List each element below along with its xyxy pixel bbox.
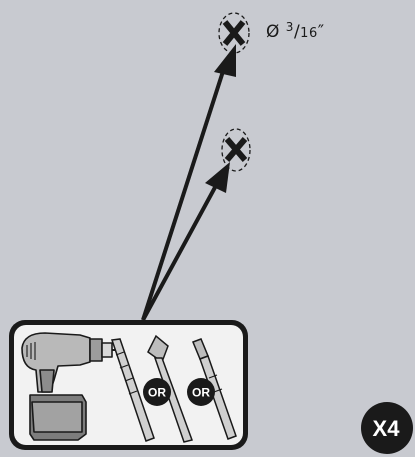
quantity-badge: X4 [361,402,413,454]
drill-mark-lower [222,129,250,171]
quantity-label: X4 [373,416,401,441]
or-label-1: OR [148,386,166,400]
diameter-denominator: 16 [300,26,318,41]
diameter-unit: ″ [318,22,325,42]
or-badge-2: OR [187,378,215,406]
diameter-numerator: 3 [286,20,294,34]
diameter-symbol: Ø [266,22,280,42]
or-label-2: OR [192,386,210,400]
hole-diameter-label: Ø 3/16″ [266,20,325,42]
or-badge-1: OR [143,378,171,406]
